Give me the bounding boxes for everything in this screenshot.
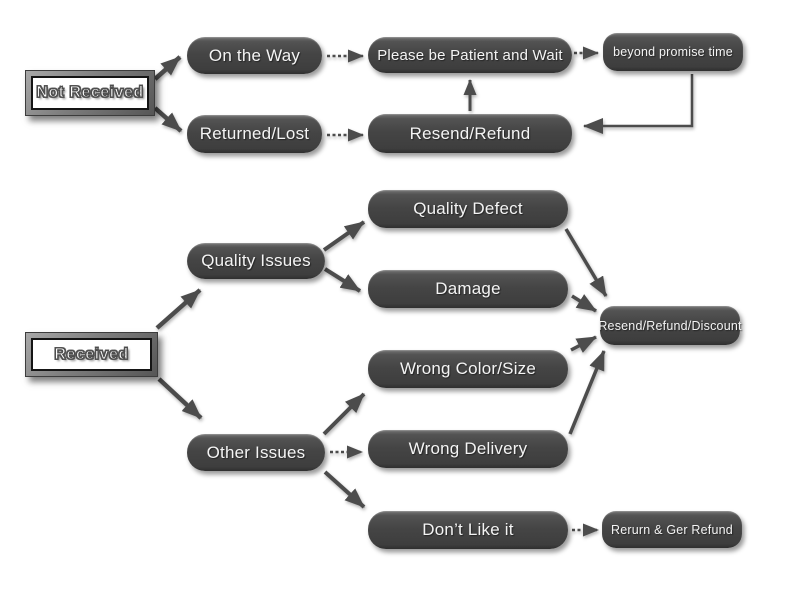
arrow-wrong-color-size-to-resend-refund-discount	[570, 335, 597, 353]
arrow-wrong-delivery-to-resend-refund-discount	[568, 350, 606, 435]
node-not-received-label: Not Received	[36, 83, 144, 101]
node-please-be-patient-and-wait: Please be Patient and Wait	[368, 37, 572, 73]
node-received-frame: Received	[31, 338, 152, 371]
arrow-not-received-to-on-the-way	[153, 55, 182, 81]
node-resend-refund: Resend/Refund	[368, 114, 572, 153]
node-not-received-frame: Not Received	[31, 76, 149, 110]
node-received-label: Received	[54, 345, 129, 363]
node-not-received: Not Received	[25, 70, 155, 116]
arrow-quality-defect-to-resend-refund-discount	[564, 228, 608, 297]
arrow-quality-issues-to-quality-defect	[322, 220, 366, 252]
node-other-issues: Other Issues	[187, 434, 325, 471]
arrow-beyond-promise-to-resend-refund	[583, 74, 694, 134]
arrow-received-to-quality-issues	[155, 288, 202, 330]
node-wrong-color-size: Wrong Color/Size	[368, 350, 568, 388]
node-quality-defect: Quality Defect	[368, 190, 568, 228]
arrow-damage-to-resend-refund-discount	[571, 294, 597, 313]
node-on-the-way: On the Way	[187, 37, 322, 74]
arrow-quality-issues-to-damage	[323, 267, 362, 293]
node-wrong-delivery: Wrong Delivery	[368, 430, 568, 468]
node-return-get-refund: Rerurn & Ger Refund	[602, 511, 742, 548]
node-quality-issues: Quality Issues	[187, 243, 325, 279]
arrow-other-issues-to-wrong-color-size	[322, 392, 366, 436]
node-dont-like-it: Don’t Like it	[368, 511, 568, 549]
node-damage: Damage	[368, 270, 568, 308]
node-received: Received	[25, 332, 158, 377]
node-resend-refund-discount: Resend/Refund/Discount	[598, 306, 741, 345]
node-beyond-promise-time: beyond promise time	[603, 33, 743, 71]
node-returned-lost: Returned/Lost	[187, 115, 322, 153]
arrow-received-to-other-issues	[157, 377, 203, 420]
arrow-not-received-to-returned-lost	[153, 106, 183, 133]
arrow-other-issues-to-dont-like-it	[323, 470, 366, 509]
